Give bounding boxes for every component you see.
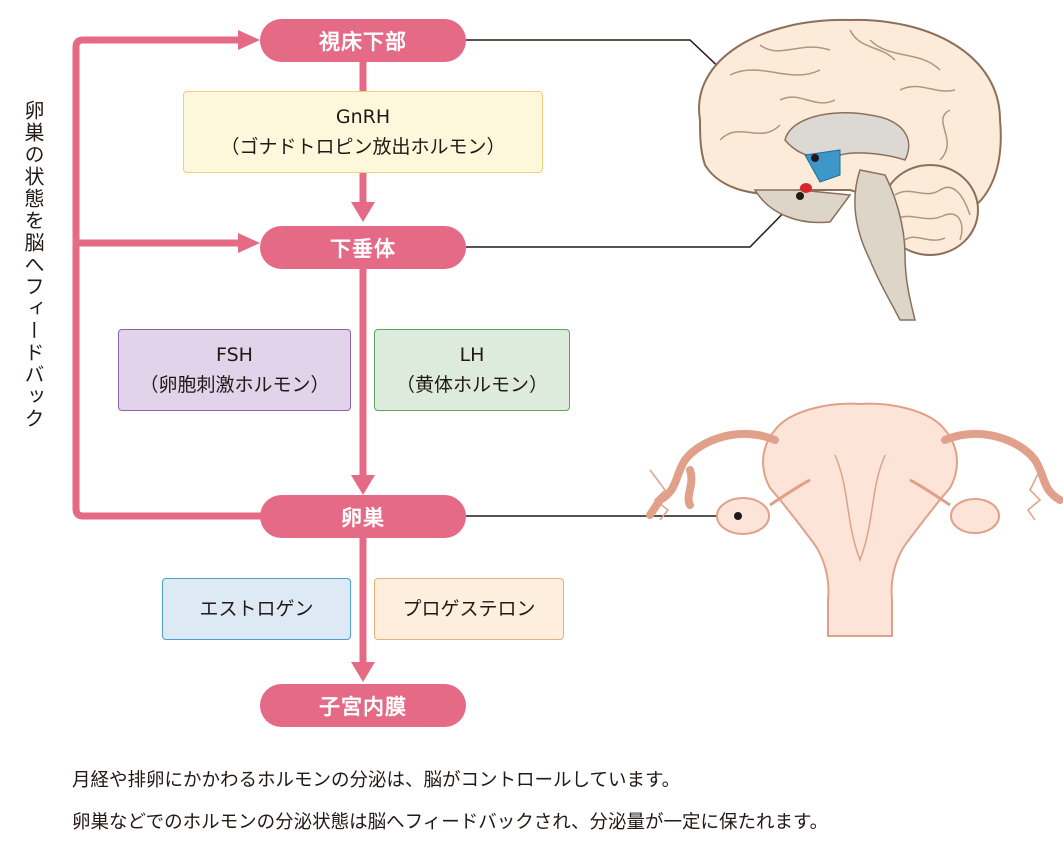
hormone-box-fsh: FSH （卵胞刺激ホルモン） bbox=[118, 329, 351, 411]
hormone-box-lh: LH （黄体ホルモン） bbox=[374, 329, 570, 411]
node-pituitary: 下垂体 bbox=[260, 226, 466, 269]
arrowhead-to-pituitary bbox=[238, 233, 260, 253]
hormone-name-lh: LH bbox=[459, 344, 485, 366]
feedback-loop bbox=[72, 36, 264, 520]
hormone-desc-fsh: （卵胞刺激ホルモン） bbox=[139, 374, 330, 396]
hormone-name-gnrh: GnRH bbox=[335, 106, 391, 128]
node-hypothalamus: 視床下部 bbox=[260, 19, 466, 62]
hormone-desc-gnrh: （ゴナドトロピン放出ホルモン） bbox=[220, 136, 506, 158]
hormone-box-progesterone: プロゲステロン bbox=[374, 578, 564, 640]
hormone-name-progesterone: プロゲステロン bbox=[402, 598, 536, 620]
flow-arrowheads bbox=[351, 202, 375, 682]
hormone-name-estrogen: エストロゲン bbox=[199, 598, 314, 620]
ovary-point bbox=[734, 512, 742, 520]
caption-line-2: 卵巣などでのホルモンの分泌状態は脳へフィードバックされ、分泌量が一定に保たれます… bbox=[72, 812, 829, 833]
caption-line-1: 月経や排卵にかかわるホルモンの分泌は、脳がコントロールしています。 bbox=[72, 770, 681, 791]
feedback-label: 卵巣の状態を脳へフィードバック bbox=[21, 100, 45, 430]
node-endometrium: 子宮内膜 bbox=[260, 684, 466, 727]
hormone-name-fsh: FSH bbox=[216, 344, 253, 366]
brain-illustration bbox=[698, 18, 1002, 321]
uterus-illustration bbox=[646, 402, 1063, 637]
hypothalamus-point bbox=[811, 154, 819, 162]
hormone-box-gnrh: GnRH （ゴナドトロピン放出ホルモン） bbox=[183, 91, 543, 173]
feedback-arrowheads bbox=[238, 30, 260, 253]
arrowhead-to-hypothalamus bbox=[238, 30, 260, 50]
hormone-box-estrogen: エストロゲン bbox=[162, 578, 351, 640]
pituitary-point bbox=[796, 192, 804, 200]
node-ovary: 卵巣 bbox=[260, 495, 466, 538]
hormone-desc-lh: （黄体ホルモン） bbox=[395, 374, 548, 396]
